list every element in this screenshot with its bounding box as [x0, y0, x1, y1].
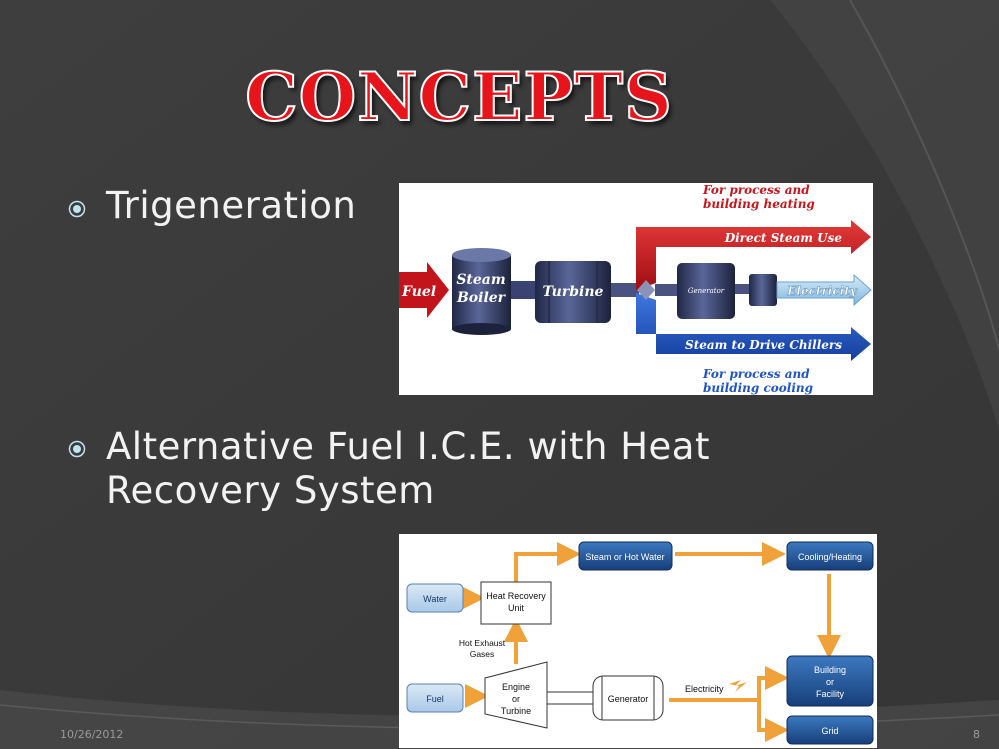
steam-boiler: Steam Boiler	[452, 248, 511, 335]
electricity-arrow: Electricity	[776, 273, 872, 307]
bullet-alternative-fuel-line1: Alternative Fuel I.C.E. with Heat	[106, 425, 710, 468]
generator-label: Generator	[608, 694, 649, 704]
building-label-line3: Facility	[816, 689, 845, 699]
electricity-label: Electricity	[685, 684, 724, 694]
heat-recovery-unit-box: Heat Recovery Unit	[480, 581, 552, 625]
exhaust-label-line1: Hot Exhaust	[459, 638, 506, 648]
fuel-box: Fuel	[406, 683, 464, 713]
water-label: Water	[423, 594, 447, 604]
steam-label: Steam or Hot Water	[585, 552, 664, 562]
bullet-circle-icon	[68, 200, 86, 218]
heat-recovery-diagram: Steam or Hot Water Cooling/Heating Water…	[399, 534, 877, 748]
fuel-arrow: Fuel	[399, 262, 449, 318]
cooling-label-line1: For process and	[702, 367, 810, 381]
slide-title: CONCEPTS	[244, 57, 673, 137]
heating-label-line2: building heating	[703, 197, 815, 211]
fuel-label: Fuel	[426, 694, 444, 704]
building-facility-box: Building or Facility	[786, 655, 874, 707]
generator-label: Generator	[688, 287, 725, 295]
boiler-turbine-pipe	[511, 281, 535, 299]
flow-arrows	[461, 542, 841, 742]
turbine-shaft	[611, 283, 639, 297]
steam-hot-water-box: Steam or Hot Water	[578, 541, 673, 571]
grid-box: Grid	[786, 715, 874, 745]
grid-label: Grid	[821, 726, 838, 736]
heating-label-line1: For process and	[702, 183, 810, 197]
bullet-circle-icon	[68, 440, 86, 458]
generator-exciter-shaft	[735, 284, 749, 294]
footer-date: 10/26/2012	[60, 728, 124, 741]
direct-steam-label: Direct Steam Use	[724, 231, 843, 245]
water-box: Water	[406, 583, 464, 613]
turbine: Turbine	[535, 261, 611, 323]
fuel-label: Fuel	[401, 284, 436, 300]
generator-shape: Generator	[592, 675, 664, 721]
engine-turbine-shape: Engine or Turbine	[484, 661, 548, 729]
lightning-bolt-icon	[729, 680, 747, 692]
generator: Generator	[677, 263, 735, 319]
exhaust-label-line2: Gases	[470, 649, 495, 659]
engine-label-line1: Engine	[502, 682, 530, 692]
engine-label-line3: Turbine	[501, 706, 531, 716]
engine-label-line2: or	[512, 694, 520, 704]
boiler-label-line2: Boiler	[456, 290, 507, 306]
bullet-alternative-fuel: Alternative Fuel I.C.E. with Heat Recove…	[106, 425, 710, 513]
hru-label-line2: Unit	[508, 603, 525, 613]
direct-steam-arrow	[636, 220, 871, 290]
bullet-alternative-fuel-line2: Recovery System	[106, 469, 435, 512]
hru-label-line1: Heat Recovery	[486, 591, 546, 601]
trigeneration-diagram: Fuel Steam Boiler Turbine	[399, 183, 873, 395]
building-label-line2: or	[826, 677, 834, 687]
chillers-label: Steam to Drive Chillers	[685, 338, 842, 352]
electricity-label: Electricity	[786, 284, 857, 298]
generator-shaft	[655, 284, 677, 296]
boiler-label-line1: Steam	[456, 272, 505, 288]
building-label-line1: Building	[814, 665, 846, 675]
steam-to-chillers-arrow	[636, 293, 871, 361]
engine-generator-shaft	[546, 691, 594, 705]
bullet-trigeneration: Trigeneration	[106, 184, 357, 227]
cooling-heating-box: Cooling/Heating	[786, 541, 874, 571]
exciter	[749, 274, 777, 306]
cooling-label-line2: building cooling	[703, 381, 813, 395]
cooling-label: Cooling/Heating	[798, 552, 862, 562]
turbine-label: Turbine	[543, 284, 604, 300]
footer-page-number: 8	[973, 728, 980, 741]
junction-valve	[637, 280, 655, 300]
